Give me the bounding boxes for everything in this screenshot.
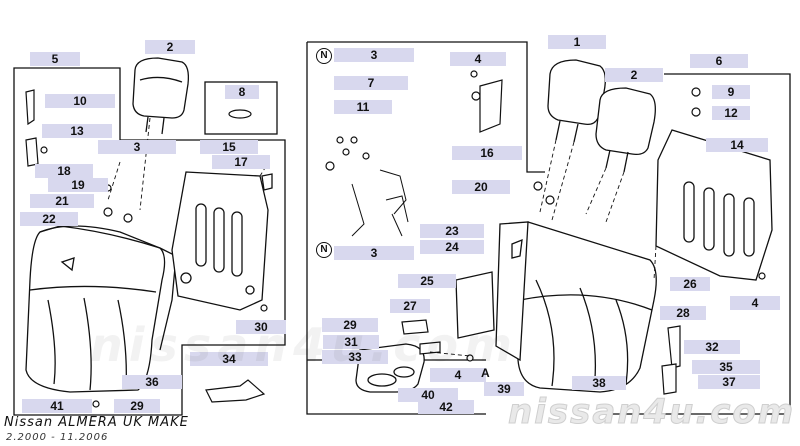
right-part-23-callout: 23 (420, 224, 484, 238)
right-part-16-callout: 16 (452, 146, 522, 160)
n-marker-top: N (316, 48, 332, 64)
left-part-34-callout: 34 (190, 352, 268, 366)
right-part-35-callout: 35 (692, 360, 760, 374)
right-hardware-drawing (325, 70, 766, 395)
left-part-5-callout: 5 (30, 52, 80, 66)
right-part-26-callout: 26 (670, 277, 710, 291)
left-part-30-callout: 30 (236, 320, 286, 334)
footer-model-title: Nissan ALMERA UK MAKE (4, 415, 189, 430)
right-part-37-callout: 37 (698, 375, 760, 389)
right-part-4-callout: 4 (730, 296, 780, 310)
left-part-36-callout: 36 (122, 375, 182, 389)
right-part-7-callout: 7 (334, 76, 408, 90)
right-part-24-callout: 24 (420, 240, 484, 254)
right-part-40-callout: 40 (398, 388, 458, 402)
right-part-25-callout: 25 (398, 274, 456, 288)
right-part-9-callout: 9 (712, 85, 750, 99)
right-part-11-callout: 11 (334, 100, 392, 114)
right-part-4-callout: 4 (430, 368, 486, 382)
footer-production-dates: 2.2000 - 11.2006 (6, 432, 109, 443)
marker-a: A (481, 366, 490, 380)
left-part-18-callout: 18 (35, 164, 93, 178)
right-part-39-callout: 39 (484, 382, 524, 396)
right-part-4-callout: 4 (450, 52, 506, 66)
site-watermark: nissan4u.com (507, 392, 796, 433)
left-part-22-callout: 22 (20, 212, 78, 226)
headrest-left-drawing (132, 57, 190, 135)
left-frame-panel-drawing (171, 171, 273, 311)
right-part-3-callout: 3 (334, 48, 414, 62)
part-8-grommet (228, 109, 252, 119)
right-part-42-callout: 42 (418, 400, 474, 414)
left-part-29-callout: 29 (114, 399, 160, 413)
left-part-21-callout: 21 (30, 194, 94, 208)
right-seatback-drawing (495, 221, 657, 393)
left-part-10-callout: 10 (45, 94, 115, 108)
right-part-38-callout: 38 (572, 376, 626, 390)
right-part-12-callout: 12 (712, 106, 750, 120)
right-part-28-callout: 28 (660, 306, 706, 320)
right-part-2-callout: 2 (605, 68, 663, 82)
n-marker-bottom: N (316, 242, 332, 258)
left-part-17-callout: 17 (212, 155, 270, 169)
right-headrests-drawing (547, 59, 656, 173)
right-part-32-callout: 32 (684, 340, 740, 354)
left-part-15-callout: 15 (200, 140, 258, 154)
right-group-frame-right (600, 73, 791, 415)
right-part-27-callout: 27 (390, 299, 430, 313)
left-part-8-callout: 8 (225, 85, 259, 99)
right-linkage-drawing (351, 169, 409, 237)
right-part-33-callout: 33 (322, 350, 388, 364)
ghost-watermark: nissan4u.com (90, 318, 519, 372)
right-part-3-callout: 3 (334, 246, 414, 260)
part-8-box (204, 81, 278, 135)
right-part-31-callout: 31 (323, 335, 379, 349)
left-seatback-drawing (25, 225, 177, 393)
left-part-41-callout: 41 (22, 399, 92, 413)
left-part-3-callout: 3 (98, 140, 176, 154)
part-34-bracket (205, 379, 266, 403)
left-part-13-callout: 13 (42, 124, 112, 138)
right-part-29-callout: 29 (322, 318, 378, 332)
left-part-19-callout: 19 (48, 178, 108, 192)
left-part-2-callout: 2 (145, 40, 195, 54)
right-part-14-callout: 14 (706, 138, 768, 152)
right-part-6-callout: 6 (690, 54, 748, 68)
left-group-frame (13, 67, 286, 416)
right-part-20-callout: 20 (452, 180, 510, 194)
right-frame-panel-drawing (655, 129, 773, 281)
right-part-1-callout: 1 (548, 35, 606, 49)
